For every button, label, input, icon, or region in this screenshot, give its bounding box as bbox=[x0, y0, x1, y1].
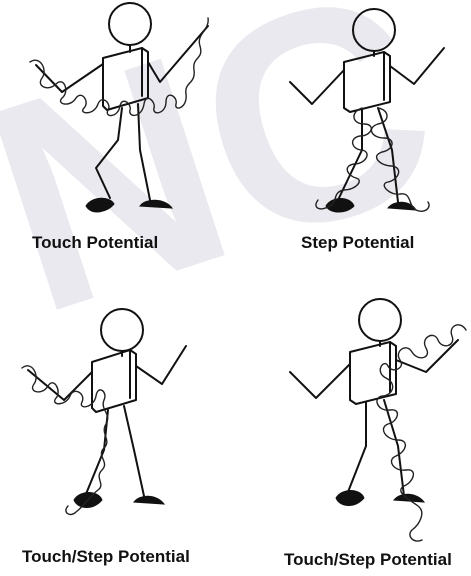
left-leg bbox=[86, 410, 108, 494]
right-arm bbox=[136, 346, 186, 384]
panel-label-3: Touch/Step Potential bbox=[22, 547, 190, 566]
current-path-coil bbox=[22, 366, 108, 515]
figure-touch-step-right bbox=[290, 299, 466, 541]
watermark: NC bbox=[0, 0, 470, 377]
right-foot bbox=[134, 496, 164, 504]
head bbox=[359, 299, 401, 341]
left-arm bbox=[290, 364, 350, 398]
left-leg bbox=[348, 402, 366, 492]
panel-label-1: Touch Potential bbox=[32, 233, 158, 252]
panel-label-4: Touch/Step Potential bbox=[284, 550, 452, 569]
right-leg bbox=[124, 406, 144, 496]
right-leg bbox=[384, 400, 404, 496]
left-foot bbox=[336, 491, 364, 506]
panel-label-2: Step Potential bbox=[301, 233, 414, 252]
right-foot bbox=[394, 494, 424, 502]
